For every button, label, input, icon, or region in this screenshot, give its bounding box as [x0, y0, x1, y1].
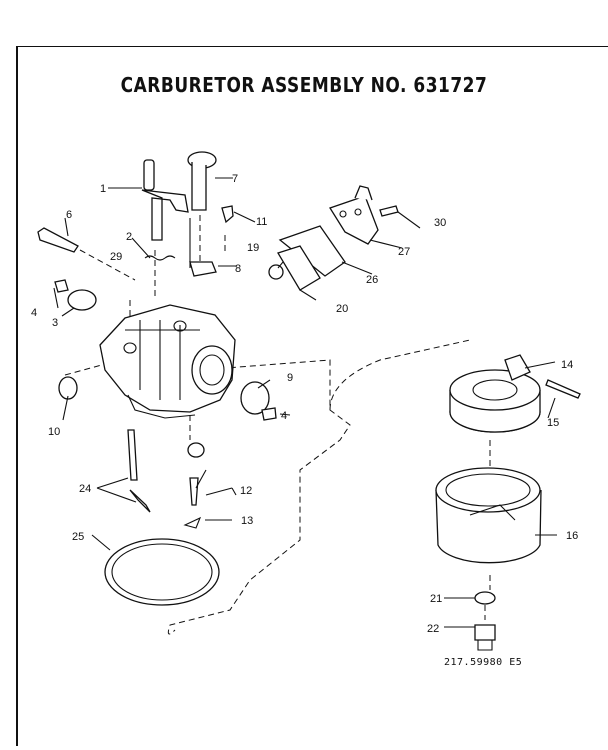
callout-14: 14: [561, 359, 573, 371]
spring-part: [144, 255, 176, 261]
callout-13: 13: [241, 515, 253, 527]
guide-line-float-bowl: [167, 359, 351, 635]
needle-valve-parts: [127, 429, 151, 513]
throttle-plate-part: [67, 289, 97, 311]
frame-top-rule: [16, 46, 608, 47]
callout-24: 24: [79, 483, 91, 495]
throttle-shaft-part: [141, 159, 189, 241]
callout-20: 20: [336, 303, 348, 315]
callout-labels: 1 2 3 4 4 6 7 8 9 10 11 12 13 14 15 16 1…: [31, 173, 578, 635]
callout-15: 15: [547, 417, 559, 429]
idle-screw-part: [37, 227, 79, 253]
callout-22: 22: [427, 623, 439, 635]
callout-1: 1: [100, 183, 106, 195]
screw-4-left-part: [54, 279, 69, 293]
screw-11-part: [221, 205, 234, 224]
clip-13-part: [183, 516, 202, 529]
callout-11: 11: [256, 216, 267, 228]
callout-4a: 4: [31, 307, 37, 319]
callout-21: 21: [430, 593, 442, 605]
frame-left-rule: [16, 46, 18, 746]
choke-clip-part: [189, 261, 217, 277]
inlet-needle-parts: [187, 442, 205, 506]
washer-10-part: [58, 376, 78, 400]
callout-8: 8: [235, 263, 241, 275]
bowl-washer-part: [474, 591, 496, 605]
callout-9: 9: [287, 372, 293, 384]
callout-10: 10: [48, 426, 60, 438]
callout-16: 16: [566, 530, 578, 542]
callout-19: 19: [247, 242, 259, 254]
callout-7: 7: [232, 173, 238, 185]
callout-27: 27: [398, 246, 410, 258]
float-part: [449, 354, 581, 433]
gasket-9-part: [240, 381, 270, 415]
callout-25: 25: [72, 531, 84, 543]
bowl-bolt-part: [474, 624, 496, 651]
screw-4-right-part: [261, 407, 277, 421]
diagram-title: CARBURETOR ASSEMBLY NO. 631727: [120, 74, 488, 98]
carburetor-body: [99, 304, 236, 419]
callout-12: 12: [240, 485, 252, 497]
choke-shaft-part: [187, 151, 217, 211]
callout-6: 6: [66, 209, 72, 221]
callout-3: 3: [52, 317, 58, 329]
diagram-code: 217.59980 E5: [444, 657, 523, 668]
callout-29: 29: [110, 251, 122, 263]
callout-30: 30: [434, 217, 446, 229]
callout-2: 2: [126, 231, 132, 243]
bowl-gasket-ring-part: [104, 538, 220, 606]
float-bowl-part: [435, 467, 542, 564]
callout-4b: 4: [281, 410, 287, 422]
fuel-pump-parts: [268, 185, 399, 291]
callout-26: 26: [366, 274, 378, 286]
